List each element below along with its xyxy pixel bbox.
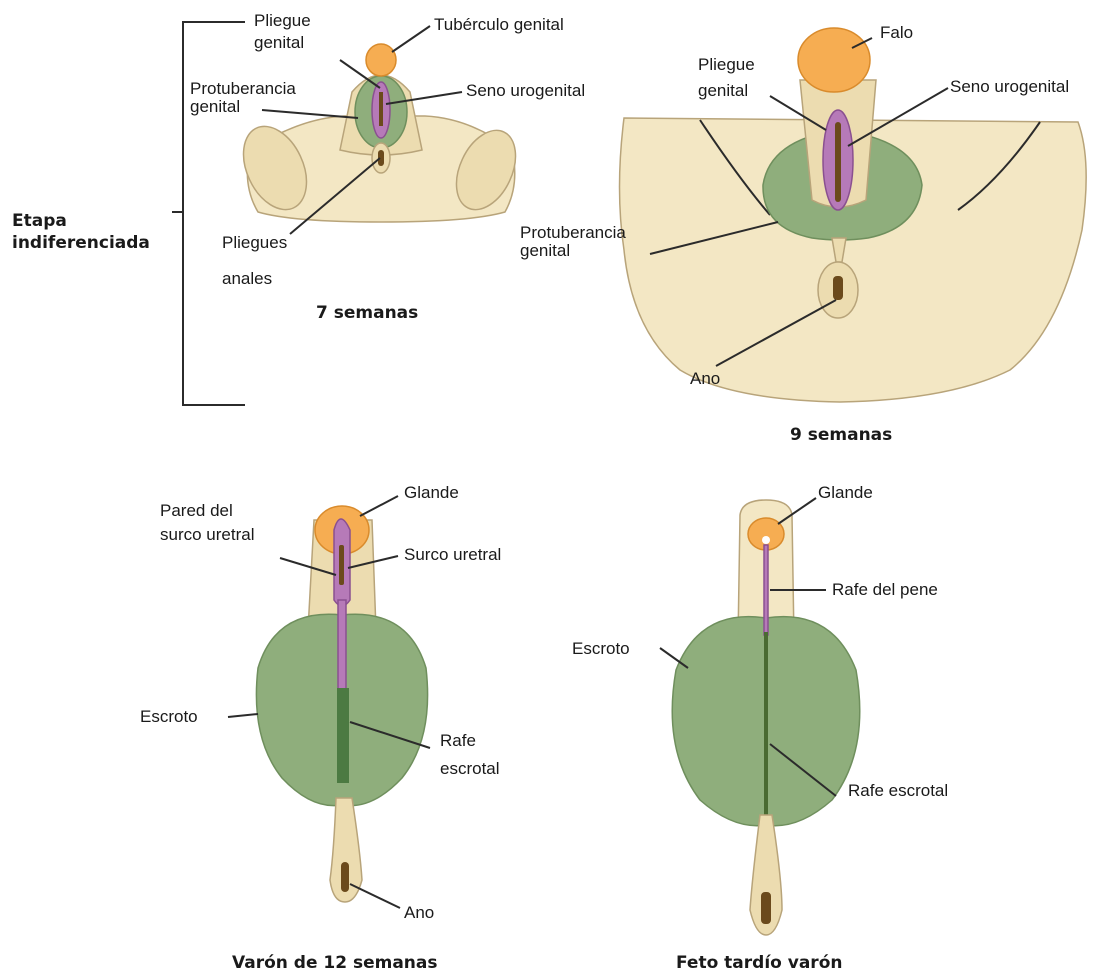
label-escroto-late: Escroto <box>572 639 630 658</box>
scrotal-raphe-12w <box>337 688 349 783</box>
label-pared-2: surco uretral <box>160 525 254 544</box>
label-glande-12w: Glande <box>404 483 459 502</box>
caption-late-fetus: Feto tardío varón <box>676 953 842 973</box>
label-seno-urogenital: Seno urogenital <box>466 81 585 100</box>
label-pliegue-genital-2: genital <box>254 33 304 52</box>
stage-label-line2: indiferenciada <box>12 233 150 253</box>
leader <box>392 26 430 52</box>
phallus-glans-9w <box>798 28 870 92</box>
anal-pit-9w <box>833 276 843 300</box>
leader <box>262 110 358 118</box>
label-falo: Falo <box>880 23 913 42</box>
label-escroto-12w: Escroto <box>140 707 198 726</box>
label-pliegue-genital-1: Pliegue <box>254 11 311 30</box>
label-protuberancia-1: Protuberancia <box>190 79 296 98</box>
urethral-meatus-late <box>762 536 770 544</box>
label-rafe-1: Rafe <box>440 731 476 750</box>
label-glande-late: Glande <box>818 483 873 502</box>
caption-9-weeks: 9 semanas <box>790 425 892 445</box>
panel-late-fetus: Glande Rafe del pene Escroto Rafe escrot… <box>572 483 948 973</box>
genital-tubercle-7w <box>366 44 396 76</box>
urogenital-sinus-7w <box>379 92 383 126</box>
penile-raphe-late <box>764 545 768 635</box>
label-protuberancia-9w-2: genital <box>520 241 570 260</box>
leader <box>228 714 258 717</box>
scrotal-raphe-late <box>764 632 768 822</box>
penile-raphe-12w <box>338 600 346 690</box>
urethral-groove-12w <box>339 545 344 585</box>
label-rafe-escrotal-late: Rafe escrotal <box>848 781 948 800</box>
leader <box>350 884 400 908</box>
label-surco-uretral: Surco uretral <box>404 545 501 564</box>
label-protuberancia-2: genital <box>190 97 240 116</box>
label-ano-12w: Ano <box>404 903 434 922</box>
panel-7-weeks: Etapa indiferenciada Pliegue genital Tub… <box>12 11 585 405</box>
panel-male-12-weeks: Pared del surco uretral Glande Surco ure… <box>140 483 501 973</box>
label-ano-9w: Ano <box>690 369 720 388</box>
label-rafe-2: escrotal <box>440 759 500 778</box>
caption-male-12-weeks: Varón de 12 semanas <box>232 953 438 973</box>
label-rafe-pene: Rafe del pene <box>832 580 938 599</box>
label-pared-1: Pared del <box>160 501 233 520</box>
stage-label-line1: Etapa <box>12 211 67 231</box>
label-seno-urogenital-9w: Seno urogenital <box>950 77 1069 96</box>
label-pliegue-genital-9w-1: Pliegue <box>698 55 755 74</box>
label-tuberculo-genital: Tubérculo genital <box>434 15 564 34</box>
label-pliegues-anales-2: anales <box>222 269 272 288</box>
panel-9-weeks: Falo Pliegue genital Seno urogenital Pro… <box>520 23 1086 445</box>
label-pliegue-genital-9w-2: genital <box>698 81 748 100</box>
label-pliegues-anales-1: Pliegues <box>222 233 287 252</box>
leader <box>360 496 398 516</box>
urogenital-sinus-9w <box>835 122 841 202</box>
label-protuberancia-9w-1: Protuberancia <box>520 223 626 242</box>
caption-7-weeks: 7 semanas <box>316 303 418 323</box>
anus-late <box>761 892 771 924</box>
anus-12w <box>341 862 349 892</box>
